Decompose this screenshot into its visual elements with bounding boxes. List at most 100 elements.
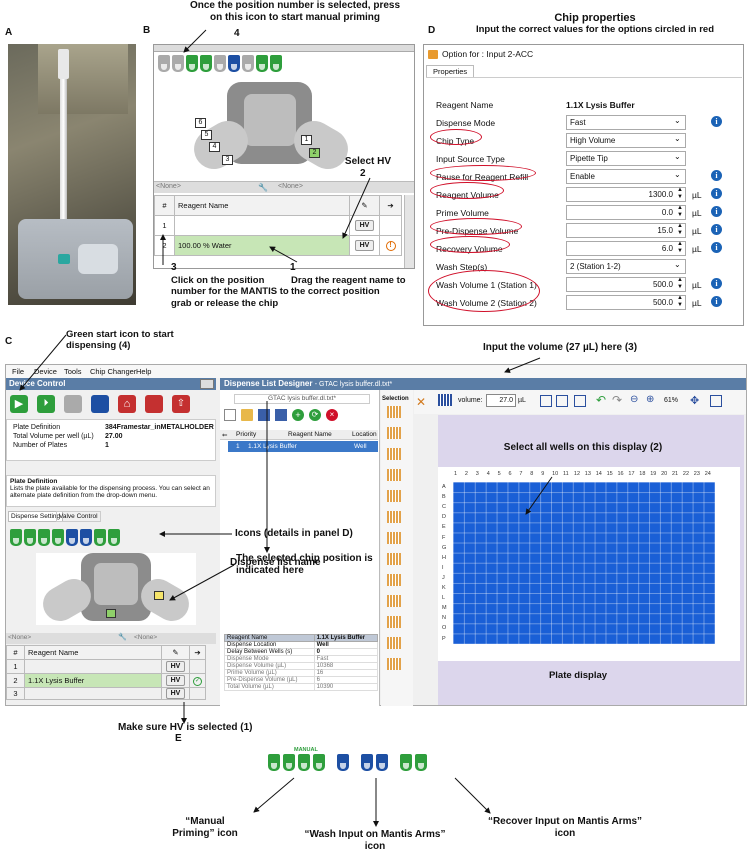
redo-icon[interactable]: ↷ <box>612 393 623 407</box>
plate-col-header[interactable]: 20 <box>661 471 668 477</box>
selection-pattern-icon[interactable] <box>387 553 401 565</box>
plate-col-header[interactable]: 10 <box>552 471 559 477</box>
info-icon[interactable]: i <box>711 116 722 127</box>
plate-col-header[interactable]: 12 <box>573 471 581 477</box>
menu-device[interactable]: Device <box>34 367 57 376</box>
layout-icon[interactable] <box>710 395 722 407</box>
chip-type-select[interactable]: High Volume <box>566 133 686 148</box>
chip-pos-4[interactable]: 4 <box>209 142 220 152</box>
undo-icon[interactable]: ↶ <box>596 393 607 407</box>
selection-pattern-icon[interactable] <box>387 469 401 481</box>
dc-hv-button-1[interactable]: HV <box>165 661 186 672</box>
prime-icon[interactable] <box>200 55 212 72</box>
plate-row-header[interactable]: F <box>442 534 446 541</box>
plate-col-header[interactable]: 24 <box>704 471 711 477</box>
open-folder-icon[interactable] <box>241 409 253 421</box>
fill-icon[interactable] <box>574 395 586 407</box>
wrench-icon[interactable]: 🔧 <box>118 634 127 641</box>
input-source-select[interactable]: Pipette Tip <box>566 151 686 166</box>
wash-icon[interactable] <box>214 55 226 72</box>
selection-pattern-icon[interactable] <box>387 574 401 586</box>
chevron-down-icon[interactable]: ⌄ <box>674 260 681 269</box>
window-button-icon[interactable] <box>200 379 214 389</box>
hourglass-icon[interactable] <box>145 395 163 413</box>
input-icon[interactable] <box>158 55 170 72</box>
plate-col-header[interactable]: 18 <box>639 471 646 477</box>
info-icon[interactable]: i <box>711 170 722 181</box>
selection-pattern-icon[interactable] <box>387 658 401 670</box>
dispense-list-file-box[interactable]: GTAC lysis buffer.dl.txt* <box>234 394 370 404</box>
menu-chip-changer[interactable]: Chip Changer <box>90 367 137 376</box>
delete-icon[interactable]: × <box>326 409 338 421</box>
chevron-down-icon[interactable]: ⌄ <box>674 134 681 143</box>
menu-file[interactable]: File <box>12 367 25 376</box>
chip-pos-1[interactable]: 1 <box>301 135 312 145</box>
prime-icon[interactable] <box>52 529 64 546</box>
info-icon[interactable]: i <box>711 296 722 307</box>
selection-pattern-icon[interactable] <box>387 637 401 649</box>
spin-icon[interactable]: ▲▼ <box>677 295 683 308</box>
arrow-right-icon[interactable]: ➔ <box>189 645 206 660</box>
plate-col-header[interactable]: 16 <box>617 471 624 477</box>
spin-icon[interactable]: ▲▼ <box>677 241 683 254</box>
row-name-2[interactable]: 100.00 % Water <box>174 235 350 256</box>
back-arrow-icon[interactable]: ⇐ <box>222 432 228 439</box>
dc-reagent-dropdown-left[interactable]: <None> <box>8 634 32 641</box>
wash-icon[interactable] <box>66 529 78 546</box>
plate-row-header[interactable]: K <box>442 585 446 591</box>
plate-col-header[interactable]: 1 <box>454 471 458 477</box>
pre-dispense-input[interactable]: 15.0 <box>566 223 686 238</box>
chevron-down-icon[interactable]: ⌄ <box>674 116 681 125</box>
hv-button-2[interactable]: HV <box>354 240 375 251</box>
paste-icon[interactable] <box>556 395 568 407</box>
pause-refill-select[interactable]: Enable <box>566 169 686 184</box>
plate-def-value[interactable]: 384Framestar_inMETALHOLDER <box>105 424 214 431</box>
table-row[interactable]: 2 1.1X Lysis Buffer HV ✓ <box>6 673 206 688</box>
plate-col-header[interactable]: 23 <box>693 471 700 477</box>
plate-col-header[interactable]: 6 <box>508 471 512 477</box>
volume-input[interactable]: 27.0 <box>486 394 516 407</box>
home-icon[interactable]: ⌂ <box>118 395 136 413</box>
manual-priming-icon[interactable] <box>172 55 184 72</box>
plate-col-header[interactable]: 5 <box>497 471 501 477</box>
selection-pattern-icon[interactable] <box>387 406 401 418</box>
input-icon[interactable] <box>10 529 22 546</box>
plate-col-header[interactable]: 8 <box>530 471 534 477</box>
plate-col-header[interactable]: 9 <box>541 471 545 477</box>
info-icon[interactable]: i <box>711 224 722 235</box>
zoom-level[interactable]: 61% <box>664 397 679 404</box>
plate-col-header[interactable]: 11 <box>563 471 569 477</box>
table-row[interactable]: 1 1.1X Lysis Buffer Well <box>228 441 378 452</box>
tab-valve-control[interactable]: Valve Control <box>56 511 101 522</box>
plate-col-header[interactable]: 21 <box>672 471 679 477</box>
dc-row-name-2[interactable]: 1.1X Lysis Buffer <box>24 673 162 688</box>
plate-row-header[interactable]: I <box>442 564 444 571</box>
tab-dispense-setting[interactable]: Dispense Setting <box>8 511 64 522</box>
panel-scroll-top[interactable] <box>154 45 414 52</box>
manual-priming-icon[interactable] <box>24 529 36 546</box>
wash-volume-2-input[interactable]: 500.0 <box>566 295 686 310</box>
hv-button-1[interactable]: HV <box>354 220 375 231</box>
plate-row-header[interactable]: L <box>442 595 446 602</box>
grid-tool-icon[interactable] <box>438 394 452 406</box>
selection-pattern-icon[interactable] <box>387 448 401 460</box>
chevron-down-icon[interactable]: ⌄ <box>674 152 681 161</box>
wrench-icon[interactable]: 🔧 <box>258 183 268 192</box>
refresh-icon[interactable]: ⟳ <box>309 409 321 421</box>
plate-col-header[interactable]: 14 <box>595 471 602 477</box>
spin-icon[interactable]: ▲▼ <box>677 205 683 218</box>
table-row[interactable]: 3 HV <box>6 687 206 700</box>
plate-row-header[interactable]: A <box>442 484 446 490</box>
selection-pattern-icon[interactable] <box>387 511 401 523</box>
plate-row-header[interactable]: C <box>442 504 446 511</box>
plate-col-header[interactable]: 17 <box>628 471 635 477</box>
chip-pos-2[interactable]: 2 <box>309 148 320 158</box>
wash-steps-select[interactable]: 2 (Station 1-2) <box>566 259 686 274</box>
zoom-in-icon[interactable]: ⊕ <box>646 394 655 405</box>
prime-volume-input[interactable]: 0.0 <box>566 205 686 220</box>
recovery-volume-input[interactable]: 6.0 <box>566 241 686 256</box>
plate-row-header[interactable]: G <box>442 544 447 551</box>
dc-hv-button-3[interactable]: HV <box>165 688 186 699</box>
reagent-volume-input[interactable]: 1300.0 <box>566 187 686 202</box>
chevron-down-icon[interactable]: ⌄ <box>674 170 681 179</box>
